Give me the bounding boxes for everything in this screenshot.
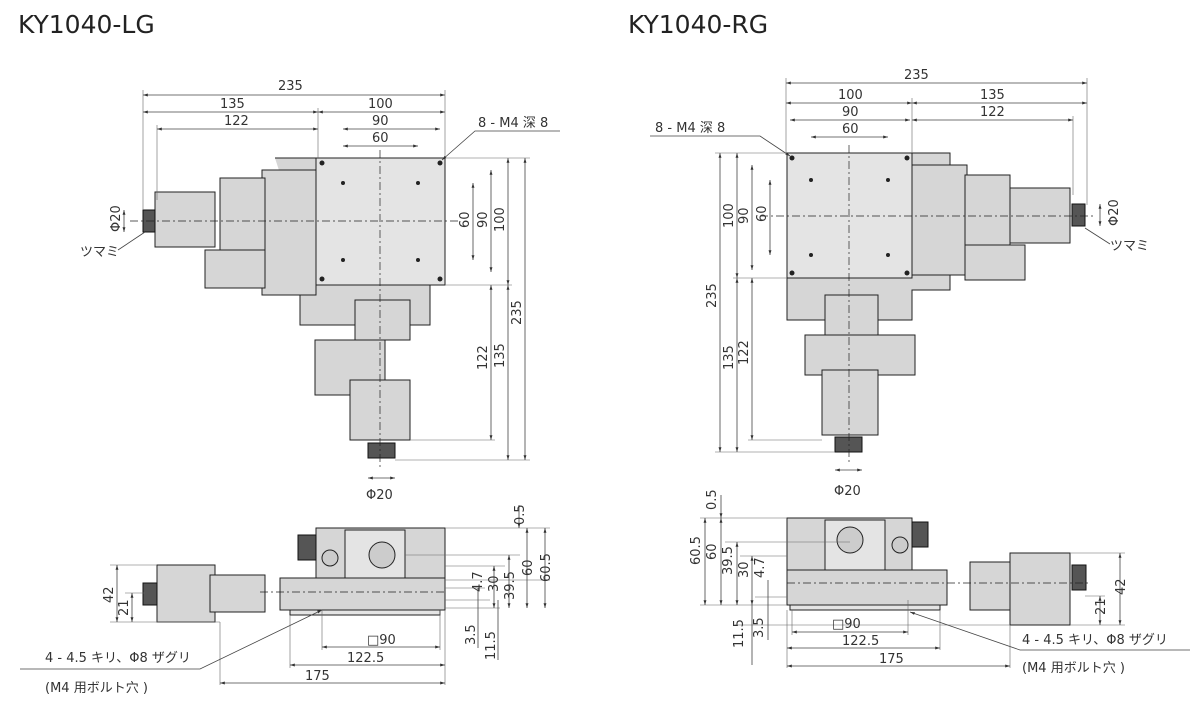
left-side-block: [261, 169, 317, 296]
left-side-cylinder: [209, 574, 266, 613]
knob-dia-label: Φ20: [834, 484, 861, 499]
dim-label: 100: [722, 203, 737, 228]
dim-label: 39.5: [503, 571, 518, 600]
knob-dia-label: Φ20: [1107, 199, 1122, 226]
dim-label: 100: [368, 97, 393, 112]
right-side-plate: [789, 604, 941, 611]
dim-label: 235: [904, 68, 929, 83]
dim-label: 30: [487, 575, 502, 592]
dim-label: 0.5: [705, 489, 720, 510]
dim-label: 122: [476, 345, 491, 370]
dim-label: 122.5: [842, 634, 879, 649]
dim-label: 3.5: [464, 624, 479, 645]
dim-label: 100: [838, 88, 863, 103]
left-side-motor: [156, 564, 216, 623]
tap-note: 8 - M4 深 8: [478, 116, 548, 131]
dim-label: 135: [722, 345, 737, 370]
dim-label: 135: [220, 97, 245, 112]
dim-label: 90: [737, 207, 752, 224]
right-motor: [1009, 187, 1071, 244]
dim-label: 11.5: [484, 631, 499, 660]
knob-dia-label: Φ20: [366, 488, 393, 503]
left-table-top: [315, 157, 446, 286]
right-y-motor: [821, 369, 879, 436]
hole-note-sub: (M4 用ボルト穴 ): [45, 681, 148, 696]
dim-label: 135: [493, 343, 508, 368]
dim-label: 30: [737, 561, 752, 578]
right-tap-holes: [789, 155, 910, 276]
dim-label: 122: [980, 105, 1005, 120]
hole-note: 4 - 4.5 キリ、Φ8 ザグリ: [45, 651, 191, 666]
dim-label: 235: [705, 283, 720, 308]
left-motor: [154, 191, 216, 248]
dim-label: □90: [832, 617, 861, 632]
dim-label: 90: [372, 114, 389, 129]
right-y-coupling: [824, 294, 879, 336]
right-y-knob: [834, 436, 863, 453]
right-y-sensor: [804, 334, 916, 376]
dim-label: 3.5: [752, 617, 767, 638]
dim-label: 60: [842, 122, 859, 137]
dim-label: 0.5: [513, 504, 528, 525]
left-top-view: KY1040-LG 235 135 100 122 90 60 8 - M4: [18, 10, 560, 503]
hole-note-sub: (M4 用ボルト穴 ): [1022, 661, 1125, 676]
dim-label: 90: [476, 211, 491, 228]
dim-label: 42: [102, 586, 117, 603]
dim-label: 60: [458, 211, 473, 228]
right-knob: [1071, 203, 1086, 227]
right-side-view: 0.5 60.5 60 39.5 30 4.7 11.5 3.5 42 21 □…: [689, 489, 1190, 676]
right-coupling-block: [964, 174, 1011, 246]
hole-note: 4 - 4.5 キリ、Φ8 ザグリ: [1022, 633, 1168, 648]
dim-label: 4.7: [753, 557, 768, 578]
left-side-view: 0.5 60.5 60 39.5 30 4.7 3.5 11.5 42 21 □…: [20, 504, 554, 696]
left-y-knob: [367, 442, 396, 459]
left-y-coupling: [354, 299, 411, 341]
right-side-cylinder: [969, 561, 1013, 611]
knob-label: ツマミ: [1110, 239, 1149, 254]
left-coupling-block: [219, 177, 266, 254]
dim-label: 122: [224, 114, 249, 129]
dim-label: 60: [521, 559, 536, 576]
dim-label: 122: [737, 340, 752, 365]
right-side-sensor: [911, 521, 929, 548]
left-side-sensor: [297, 534, 317, 561]
knob-label: ツマミ: [80, 245, 119, 260]
left-side-base: [279, 577, 446, 611]
left-title: KY1040-LG: [18, 10, 155, 39]
right-top-view: KY1040-RG 235 100 135 90 122 60 8 - M4 深…: [628, 10, 1149, 499]
left-tap-holes: [319, 160, 443, 282]
dim-label: 60.5: [689, 536, 704, 565]
dim-label: 39.5: [721, 546, 736, 575]
left-side-knob: [142, 582, 158, 606]
left-sensor-block: [204, 249, 266, 289]
dim-label: □90: [367, 633, 396, 648]
dim-label: 175: [879, 652, 904, 667]
right-side-knob: [1071, 564, 1087, 591]
right-table-top: [786, 152, 913, 279]
dim-label: 135: [980, 88, 1005, 103]
right-side-base: [786, 569, 948, 606]
dim-label: 42: [1114, 578, 1129, 595]
right-title: KY1040-RG: [628, 10, 768, 39]
dim-label: 100: [493, 207, 508, 232]
dim-label: 21: [117, 599, 132, 616]
dim-label: 60: [372, 131, 389, 146]
dim-label: 4.7: [471, 571, 486, 592]
dim-label: 11.5: [732, 619, 747, 648]
dim-label: 122.5: [347, 651, 384, 666]
right-side-motor: [1009, 552, 1071, 626]
dim-label: 60: [755, 205, 770, 222]
right-side-block: [911, 164, 968, 276]
dim-label: 175: [305, 669, 330, 684]
dim-label: 60.5: [539, 553, 554, 582]
tap-note: 8 - M4 深 8: [655, 121, 725, 136]
dim-label: 235: [510, 300, 525, 325]
dim-label: 90: [842, 105, 859, 120]
dim-label: 60: [705, 543, 720, 560]
knob-dia-label: Φ20: [109, 205, 124, 232]
dim-label: 21: [1094, 598, 1109, 615]
dim-label: 235: [278, 79, 303, 94]
right-sensor-block: [964, 244, 1026, 281]
